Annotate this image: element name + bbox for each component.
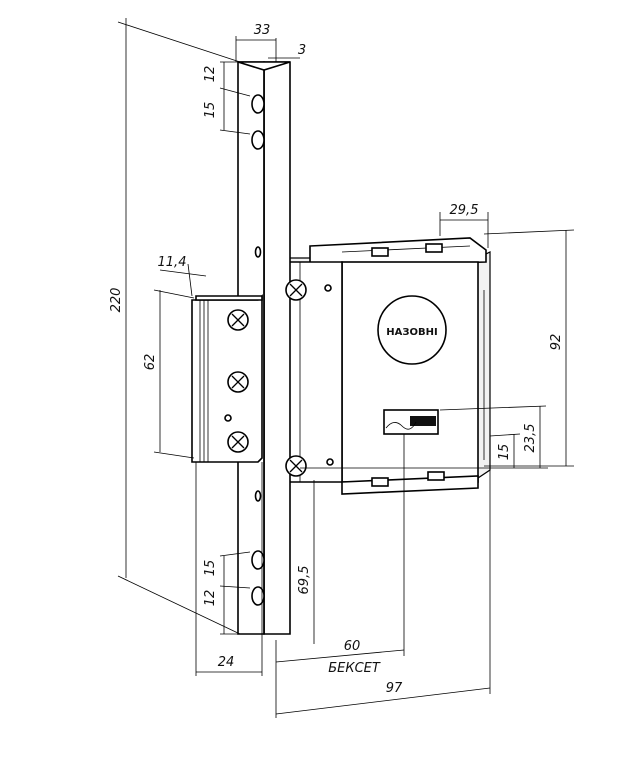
dim-top-hole-spacing: 15 [203,102,218,119]
screw-icon [227,309,249,331]
outside-label: НАЗОВНІ [386,327,437,338]
outside-label-disc [377,295,447,365]
dim-plate-width: 33 [254,23,271,38]
backset-label: БЕКСЕТ [328,661,381,676]
box-screws [285,279,307,477]
bottom-hole-2 [251,586,265,606]
dimension-labels: 220 33 3 12 15 29,5 11,4 62 92 23,5 15 6… [109,23,564,696]
dim-screw-to-bottom: 69,5 [297,566,312,595]
dim-bottom-hole-spacing: 15 [203,560,218,577]
dim-bottom-hole-offset: 12 [203,590,218,607]
dim-box-height: 92 [549,334,564,351]
dim-plate-thickness: 3 [298,43,306,58]
dim-strike-depth: 11,4 [158,255,187,270]
screw-icon [227,371,249,393]
bottom-hole-1 [251,550,265,570]
screw-icon [285,455,307,477]
strike-block [191,294,263,463]
dim-cylinder-offset: 23,5 [523,424,538,453]
dim-strike-width: 24 [218,655,235,670]
dim-box-depth: 29,5 [450,203,479,218]
dimension-lines [117,18,575,718]
dim-cylinder-height: 15 [497,444,512,461]
dim-total-depth: 97 [386,681,403,696]
screw-icon [285,279,307,301]
top-hole-1 [251,94,265,114]
dim-strike-height: 62 [143,354,158,371]
lock-body: НАЗОВНІ [285,237,491,495]
dim-backset: 60 [344,639,361,654]
dim-total-height: 220 [109,288,124,313]
lock-box-front [341,261,479,483]
top-hole-2 [251,130,265,150]
dim-top-hole-offset: 12 [203,66,218,83]
screw-icon [227,431,249,453]
